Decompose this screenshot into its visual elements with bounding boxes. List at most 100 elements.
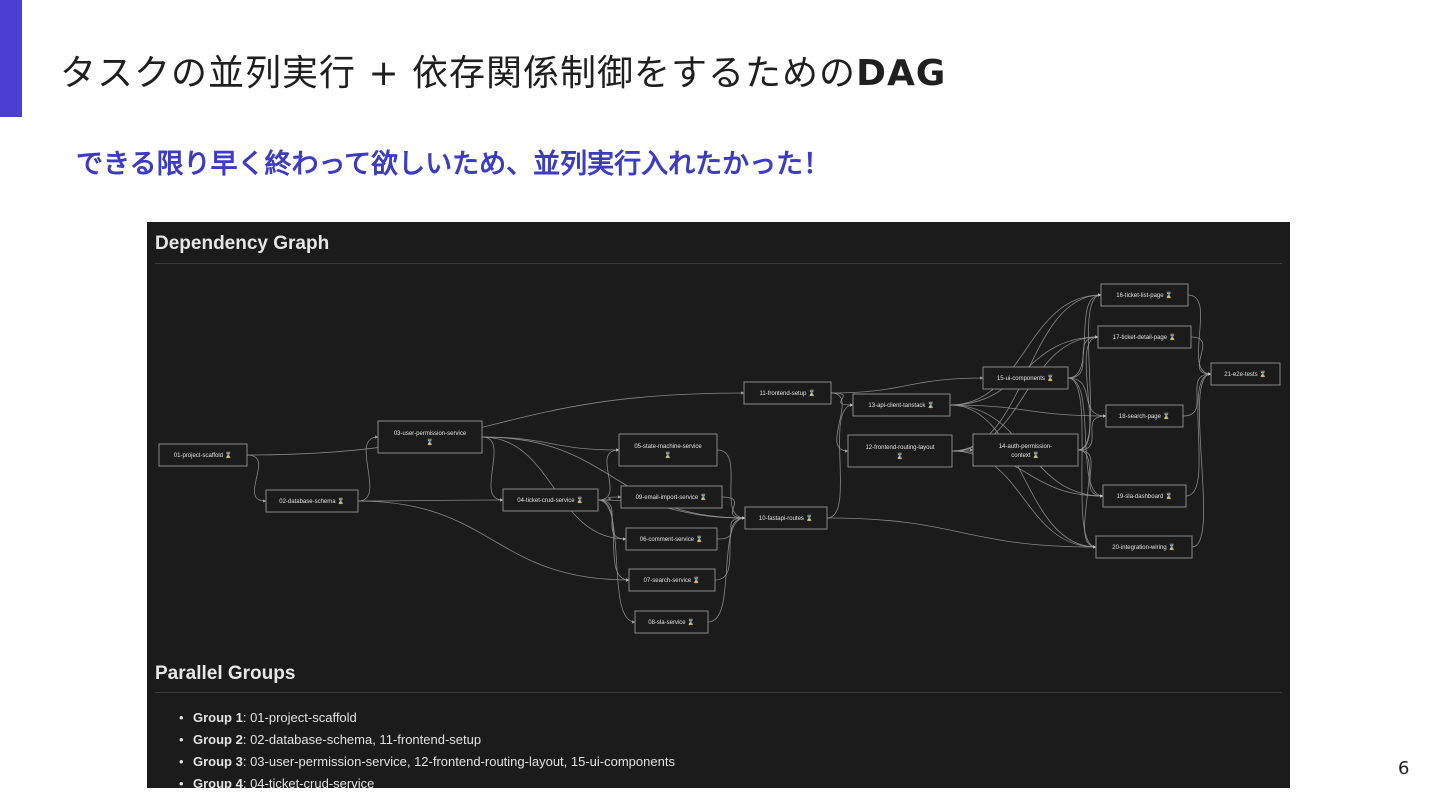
- graph-edge: [830, 376, 984, 394]
- graph-node[interactable]: 13-api-client-tanstack ⌛: [852, 393, 951, 417]
- graph-node-label: 06-comment-service ⌛: [640, 535, 704, 543]
- graph-edge: [1190, 336, 1212, 376]
- graph-edge: [1067, 377, 1104, 498]
- groups-heading: Parallel Groups: [155, 663, 296, 684]
- graph-edges: [246, 293, 1212, 624]
- graph-node[interactable]: 19-sla-dashboard ⌛: [1102, 484, 1187, 508]
- graph-node-label: 14-auth-permission-: [999, 444, 1052, 450]
- graph-node-label: 07-search-service ⌛: [644, 576, 701, 584]
- page-number: 6: [1398, 758, 1410, 779]
- graph-node-box: [628, 568, 716, 592]
- graph-node-label: 19-sla-dashboard ⌛: [1117, 492, 1173, 500]
- graph-edge: [1067, 335, 1099, 379]
- graph-node-box: [972, 433, 1079, 467]
- graph-edge: [481, 436, 746, 520]
- graph-node[interactable]: 08-sla-service ⌛: [634, 610, 709, 634]
- group-item: Group 1: 01-project-scaffold: [177, 710, 675, 732]
- graph-node-box: [852, 393, 951, 417]
- graph-node[interactable]: 15-ui-components ⌛: [982, 366, 1069, 390]
- accent-bar: [0, 0, 22, 117]
- graph-edge: [357, 498, 504, 502]
- graph-edge: [597, 499, 636, 624]
- groups-heading-rule: [155, 692, 1282, 693]
- graph-node-label: 02-database-schema ⌛: [279, 497, 345, 505]
- graph-node-box: [625, 527, 718, 551]
- graph-node-label: 17-ticket-detail-page ⌛: [1113, 333, 1177, 341]
- graph-node[interactable]: 11-frontend-setup ⌛: [743, 381, 832, 405]
- group-name: Group 2: [193, 732, 243, 747]
- slide-title-main: タスクの並列実行 + 依存関係制御をするための: [60, 53, 857, 94]
- graph-node[interactable]: 20-integration-wiring ⌛: [1095, 535, 1193, 559]
- graph-node-box: [502, 488, 599, 512]
- graph-node-label: ⌛: [664, 451, 671, 459]
- graph-edge: [481, 436, 504, 502]
- graph-node-label: 10-fastapi-routes ⌛: [759, 514, 813, 522]
- graph-node-box: [620, 485, 723, 509]
- graph-node-box: [982, 366, 1069, 390]
- graph-node[interactable]: 06-comment-service ⌛: [625, 527, 718, 551]
- graph-node-label: 18-search-page ⌛: [1119, 412, 1170, 420]
- graph-node[interactable]: 16-ticket-list-page ⌛: [1100, 283, 1189, 307]
- graph-edge: [716, 516, 746, 540]
- group-item: Group 4: 04-ticket-crud-service: [177, 776, 675, 788]
- graph-node[interactable]: 05-state-machine-service⌛: [618, 433, 718, 467]
- graph-node[interactable]: 21-e2e-tests ⌛: [1210, 362, 1281, 386]
- graph-node[interactable]: 01-project-scaffold ⌛: [158, 443, 248, 467]
- graph-edge: [357, 435, 379, 502]
- graph-edge: [1187, 294, 1212, 376]
- graph-node-box: [158, 443, 248, 467]
- group-items: 04-ticket-crud-service: [250, 776, 375, 788]
- graph-node[interactable]: 07-search-service ⌛: [628, 568, 716, 592]
- graph-edge: [1067, 293, 1102, 379]
- graph-node[interactable]: 09-email-import-service ⌛: [620, 485, 723, 509]
- graph-node[interactable]: 10-fastapi-routes ⌛: [744, 506, 828, 530]
- graph-node[interactable]: 17-ticket-detail-page ⌛: [1097, 325, 1192, 349]
- group-items: 01-project-scaffold: [250, 710, 357, 725]
- slide-subtitle: できる限り早く終わって欲しいため、並列実行入れたかった！: [76, 149, 831, 180]
- graph-edge: [246, 454, 267, 503]
- graph-node-label: 11-frontend-setup ⌛: [759, 389, 815, 397]
- graph-edge: [597, 499, 746, 520]
- graph-edge: [1077, 449, 1104, 498]
- graph-node-box: [1102, 484, 1187, 508]
- graph-node[interactable]: 02-database-schema ⌛: [265, 489, 359, 513]
- graph-edge: [246, 391, 745, 456]
- graph-edge: [597, 499, 630, 582]
- graph-node-box: [847, 434, 953, 468]
- graph-edge: [481, 436, 620, 452]
- group-items: 02-database-schema, 11-frontend-setup: [250, 732, 482, 747]
- graph-node-box: [618, 433, 718, 467]
- group-item: Group 3: 03-user-permission-service, 12-…: [177, 754, 675, 776]
- graph-node[interactable]: 14-auth-permission-context ⌛: [972, 433, 1079, 467]
- graph-node-label: 08-sla-service ⌛: [648, 618, 694, 626]
- graph-node-box: [634, 610, 709, 634]
- graph-edge: [826, 517, 1097, 549]
- graph-edge: [826, 403, 854, 519]
- slide-title: タスクの並列実行 + 依存関係制御をするためのDAG: [60, 44, 946, 96]
- group-name: Group 3: [193, 754, 243, 769]
- graph-node-box: [1105, 404, 1184, 428]
- group-name: Group 4: [193, 776, 243, 788]
- graph-node-box: [377, 420, 483, 454]
- graph-node-label: ⌛: [426, 438, 433, 446]
- graph-edge: [707, 516, 746, 623]
- graph-node-box: [1097, 325, 1192, 349]
- graph-node-label: 13-api-client-tanstack ⌛: [868, 401, 934, 409]
- graph-node[interactable]: 03-user-permission-service⌛: [377, 420, 483, 454]
- graph-edge: [357, 500, 630, 582]
- graph-node[interactable]: 12-frontend-routing-layout⌛: [847, 434, 953, 468]
- graph-edge: [721, 496, 746, 520]
- graph-node[interactable]: 18-search-page ⌛: [1105, 404, 1184, 428]
- graph-heading-rule: [155, 263, 1282, 264]
- graph-node-label: 05-state-machine-service: [634, 444, 702, 450]
- graph-node-label: 21-e2e-tests ⌛: [1224, 370, 1267, 378]
- graph-node-label: 12-frontend-routing-layout: [865, 445, 934, 451]
- graph-node[interactable]: 04-ticket-crud-service ⌛: [502, 488, 599, 512]
- graph-node-box: [1100, 283, 1189, 307]
- graph-node-box: [1095, 535, 1193, 559]
- embedded-screenshot: Dependency Graph 01-project-scaffold ⌛02…: [147, 222, 1290, 788]
- group-name: Group 1: [193, 710, 243, 725]
- graph-node-label: 03-user-permission-service: [394, 431, 467, 437]
- graph-edge: [1182, 372, 1212, 417]
- graph-edge: [1185, 372, 1212, 497]
